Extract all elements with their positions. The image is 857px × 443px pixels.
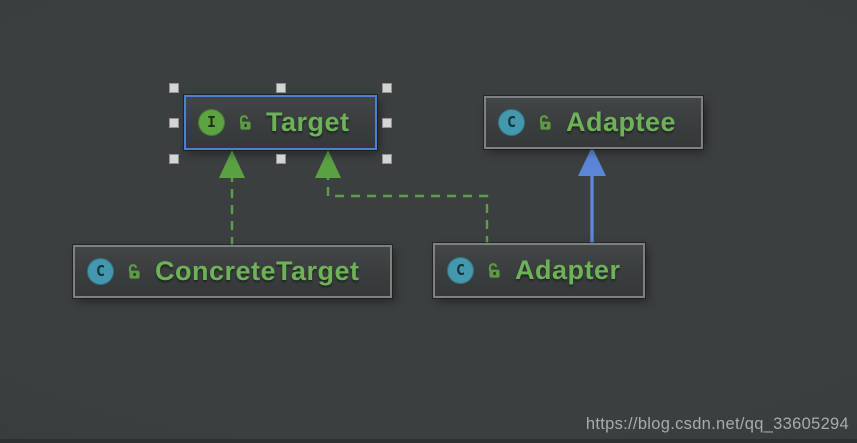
interface-icon: I [198,109,225,136]
selection-handle-top-right[interactable] [382,83,392,93]
node-target-label: Target [266,107,350,137]
edge-adapter-implements-target[interactable] [326,177,489,245]
node-adapter[interactable]: C Adapter [433,243,645,298]
edge-adapter-extends-adaptee-arrowhead-icon [578,147,606,176]
selection-handle-top-left[interactable] [169,83,179,93]
class-icon: C [447,257,474,284]
public-unlocked-icon [239,114,251,130]
node-target[interactable]: I Target [184,95,377,150]
edge-adapter-implements-target-arrowhead-icon [315,150,341,178]
selection-handle-bottom-center[interactable] [275,154,286,164]
selection-handle-bottom-right[interactable] [382,154,392,164]
public-unlocked-icon [488,262,500,278]
public-unlocked-icon [539,114,551,130]
selection-handle-middle-right[interactable] [382,117,392,128]
selection-handle-top-center[interactable] [275,83,286,93]
node-adaptee-label: Adaptee [566,107,677,137]
edge-concretetarget-implements-target-arrowhead-icon [219,150,245,178]
class-icon: C [498,109,525,136]
node-concrete-target[interactable]: C ConcreteTarget [73,245,392,298]
node-concrete-target-label: ConcreteTarget [155,256,360,286]
watermark-url: https://blog.csdn.net/qq_33605294 [585,415,849,433]
class-icon: C [87,258,114,285]
selection-handle-bottom-left[interactable] [169,154,179,164]
selection-handle-middle-left[interactable] [169,117,179,128]
selection-handles [169,83,392,164]
node-adaptee[interactable]: C Adaptee [484,96,703,149]
public-unlocked-icon [128,263,140,279]
node-adapter-label: Adapter [515,255,621,285]
